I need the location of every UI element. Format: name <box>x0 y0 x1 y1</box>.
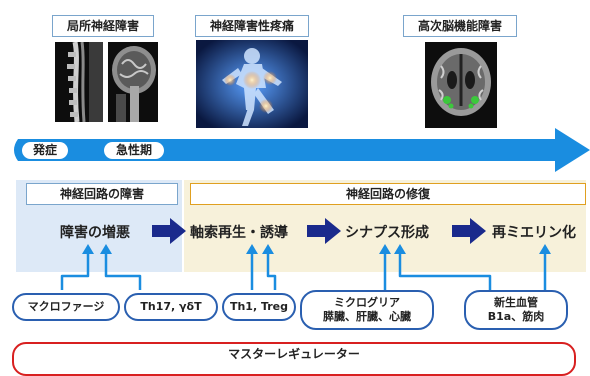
factor-macrophage: マクロファージ <box>12 293 120 321</box>
label-circuit-repair: 神経回路の修復 <box>190 183 586 205</box>
label-neuropathic-pain: 神経障害性疼痛 <box>195 15 309 37</box>
factor-new-vessels: 新生血管 B1a、筋肉 <box>464 290 568 330</box>
factor-th1-label: Th1, Treg <box>229 300 289 313</box>
master-regulator-bar: マスターレギュレーター <box>12 342 576 376</box>
process-arrow-1 <box>152 218 186 244</box>
label-circuit-disorder: 神経回路の障害 <box>26 183 178 205</box>
mri-spine-image <box>55 42 103 122</box>
up-arrow-th17 <box>104 252 142 290</box>
factor-microglia-line1: ミクログリア <box>334 296 400 309</box>
process-arrow-3 <box>452 218 486 244</box>
up-arrow-vessel-left <box>398 252 492 290</box>
stage-axon-regeneration: 軸索再生・誘導 <box>190 225 288 241</box>
factor-th17-label: Th17, γδT <box>140 300 202 313</box>
factor-microglia-line2: 膵臓、肝臓、心臓 <box>323 310 411 323</box>
label-higher-brain-dysfunction: 高次脳機能障害 <box>403 15 517 37</box>
up-arrow-macrophage <box>60 252 90 290</box>
up-arrow-microglia-left <box>266 252 277 290</box>
label-local-nerve-disorder: 局所神経障害 <box>52 15 154 37</box>
mri-brain-coronal-image <box>425 42 497 128</box>
stage-remyelination: 再ミエリン化 <box>492 225 576 241</box>
factor-macrophage-label: マクロファージ <box>27 300 105 313</box>
stage-synapse-formation: シナプス形成 <box>345 225 429 241</box>
process-arrow-2 <box>307 218 341 244</box>
timeline-label-onset: 発症 <box>22 142 68 159</box>
timeline-arrow <box>14 128 590 172</box>
factor-new-vessels-line2: B1a、筋肉 <box>487 310 545 323</box>
process-arrows <box>60 218 551 290</box>
factor-new-vessels-line1: 新生血管 <box>494 296 538 309</box>
timeline-label-acute: 急性期 <box>104 142 164 159</box>
factor-th17: Th17, γδT <box>124 293 218 321</box>
factor-th1: Th1, Treg <box>222 293 296 321</box>
mri-brain-sagittal-image <box>108 42 158 122</box>
pain-figure-image <box>196 40 308 128</box>
factor-microglia: ミクログリア 膵臓、肝臓、心臓 <box>300 290 434 330</box>
stage-worsening: 障害の増悪 <box>60 225 130 241</box>
